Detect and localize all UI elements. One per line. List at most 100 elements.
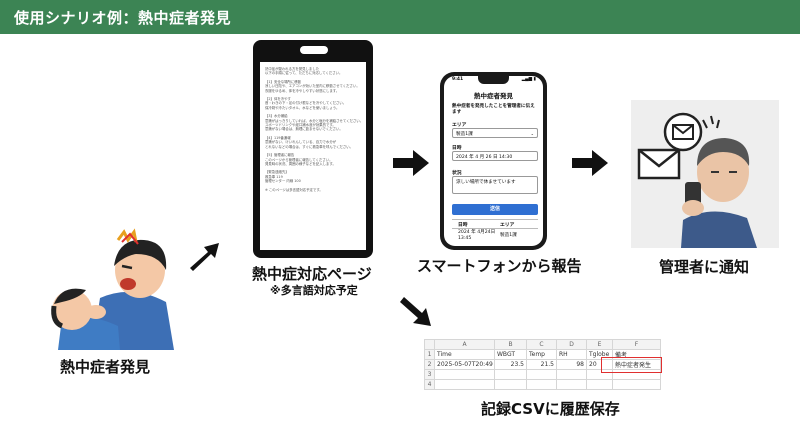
area-select-value: 製造1課 — [456, 132, 473, 137]
situation-label: 状況 — [452, 171, 462, 176]
col-header-a[interactable]: A — [434, 339, 495, 350]
row-number[interactable]: 2 — [424, 359, 435, 370]
cell[interactable] — [526, 369, 557, 380]
datetime-input[interactable]: 2024 年 4 月 26 日 14:30 — [452, 151, 538, 161]
history-divider-mid — [452, 228, 538, 229]
cell[interactable]: WBGT — [494, 349, 527, 360]
col-header-d[interactable]: D — [556, 339, 587, 350]
envelope-icon — [637, 148, 681, 180]
tablet-screen: 熱中症が疑われる方を発見しました以下の手順に従って、ただちに対応してください。【… — [260, 62, 366, 250]
tablet-text-line: 管理センター 内線 100 — [265, 179, 301, 184]
cell[interactable]: Time — [434, 349, 495, 360]
caption-csv: 記録CSVに履歴保存 — [481, 400, 620, 418]
datetime-input-value: 2024 年 4 月 26 日 14:30 — [456, 155, 513, 160]
arrow-to-phone — [393, 150, 429, 176]
phone-page-title: 熱中症者発見 — [474, 92, 513, 100]
cell[interactable] — [494, 369, 527, 380]
col-header-c[interactable]: C — [526, 339, 557, 350]
csv-spreadsheet: A B C D E F 1 Time WBGT Temp RH Tglobe 備… — [424, 339, 661, 391]
area-label: エリア — [452, 123, 467, 128]
cell[interactable] — [494, 379, 527, 390]
arrow-to-manager — [572, 150, 608, 176]
header-title: 使用シナリオ例：熱中症者発見 — [14, 9, 232, 27]
mail-bubble-icon — [663, 112, 703, 152]
cell[interactable]: 98 — [556, 359, 587, 370]
tablet-text-line: 救急車 119 — [265, 174, 283, 179]
cell[interactable]: 21.5 — [526, 359, 557, 370]
tablet-text-line: 【3】水分補給 — [265, 114, 288, 119]
phone-notch — [478, 76, 509, 84]
cell[interactable] — [434, 369, 495, 380]
tablet-text-line: 衣服をゆるめ、体を冷やしやすい状態にします。 — [265, 88, 340, 93]
situation-textarea[interactable]: 涼しい場所で休ませています — [452, 176, 538, 194]
tablet-text-line: 【1】安全な場所に移動 — [265, 79, 302, 84]
caption-page: 熱中症対応ページ — [252, 265, 372, 283]
tablet-handle-slot — [300, 46, 328, 54]
heatstroke-illustration — [51, 228, 174, 350]
situation-textarea-value: 涼しい場所で休ませています — [456, 180, 516, 185]
col-header-b[interactable]: B — [494, 339, 527, 350]
tablet-text-line: 熱中症が疑われる方を発見しました — [265, 67, 320, 71]
datetime-label: 日時 — [452, 146, 462, 151]
tablet-text-line: 【2】体を冷やす — [265, 97, 291, 102]
row-number[interactable]: 4 — [424, 379, 435, 390]
tablet-text-line: 発見時の状況、周囲の様子などを記入します。 — [265, 161, 336, 166]
tablet-text-line: 意識がない、けいれんしている、自力で水分が — [265, 140, 337, 145]
column-header-row: A B C D E F — [424, 339, 661, 350]
col-header-f[interactable]: F — [612, 339, 661, 350]
submit-button[interactable]: 送信 — [452, 204, 538, 215]
tablet-text-line: スポーツドリンクや経口補水液が効果的です。 — [265, 123, 336, 128]
status-time: 9:41 — [452, 77, 464, 82]
caption-report: スマートフォンから報告 — [417, 257, 582, 275]
signal-battery-icon: ▂▄▆ ▮ — [521, 77, 536, 82]
table-row: 4 — [424, 379, 661, 390]
tablet-text-line: 涼しい日陰や、エアコンが効いた室内に移動させてください。 — [265, 84, 360, 89]
caption-page-note: ※多言語対応予定 — [270, 284, 358, 297]
tablet-text-line: 以下の手順に従って、ただちに対応してください。 — [265, 71, 343, 76]
col-header-e[interactable]: E — [586, 339, 613, 350]
tablet-device: 熱中症が疑われる方を発見しました以下の手順に従って、ただちに対応してください。【… — [253, 40, 373, 258]
cell[interactable] — [434, 379, 495, 390]
cell[interactable] — [586, 379, 613, 390]
cell[interactable] — [556, 369, 587, 380]
tablet-text-line: 首・わきの下・足の付け根などを冷やしてください。 — [265, 101, 347, 106]
cell[interactable]: Temp — [526, 349, 557, 360]
cell[interactable] — [556, 379, 587, 390]
header-bar: 使用シナリオ例：熱中症者発見 — [0, 0, 800, 34]
phone-screen: 9:41 ▂▄▆ ▮ 熱中症者発見 熱中症者を発見したことを管理者に伝えます エ… — [444, 76, 543, 246]
manager-illustration — [637, 112, 757, 248]
tablet-text-line: とれないなどの場合は、すぐに救急車を呼んでください。 — [265, 144, 353, 149]
tablet-text-line: 【5】管理者に報告 — [265, 153, 295, 158]
history-row-area: 製造1課 — [500, 233, 517, 238]
cell[interactable] — [526, 379, 557, 390]
cell[interactable]: RH — [556, 349, 587, 360]
tablet-text-line: このページから管理者に報告してください。 — [265, 157, 333, 162]
tablet-text-line: 意識がない場合は、無理に飲ませないでください。 — [265, 127, 343, 132]
smartphone-device: 9:41 ▂▄▆ ▮ 熱中症者発見 熱中症者を発見したことを管理者に伝えます エ… — [440, 72, 547, 250]
corner-cell — [424, 339, 435, 350]
cell[interactable] — [612, 379, 661, 390]
history-col-datetime: 日時 — [458, 223, 468, 228]
row-number[interactable]: 1 — [424, 349, 435, 360]
tablet-text-line: ※ このページは多言語対応予定です。 — [265, 187, 323, 192]
cell[interactable]: 23.5 — [494, 359, 527, 370]
cell[interactable]: 2025-05-07T20:49 — [434, 359, 495, 370]
history-col-area: エリア — [500, 223, 515, 228]
area-select[interactable]: 製造1課 ⌄ — [452, 128, 538, 138]
highlight-box — [601, 357, 662, 373]
chevron-down-icon: ⌄ — [530, 131, 534, 136]
tablet-text-line: 意識がはっきりしていれば、水分と塩分を補給させてください。 — [265, 118, 361, 123]
arrow-to-page — [190, 243, 219, 271]
history-row-datetime: 2024 年 4月24日 13:45 — [458, 230, 496, 241]
tablet-text-line: 【4】119番通報 — [265, 135, 291, 140]
history-divider-top — [452, 219, 538, 220]
caption-discovery: 熱中症者発見 — [60, 358, 151, 376]
row-number[interactable]: 3 — [424, 369, 435, 380]
table-row: 2 2025-05-07T20:49 23.5 21.5 98 20 熱中症者発… — [424, 359, 661, 370]
tablet-text-line: 保冷剤や冷たいタオル、水などを使いましょう。 — [265, 105, 340, 110]
phone-intro-text: 熱中症者を発見したことを管理者に伝えます — [452, 104, 535, 115]
csv-table: A B C D E F 1 Time WBGT Temp RH Tglobe 備… — [424, 339, 661, 390]
tablet-text-line: 【緊急連絡先】 — [265, 170, 289, 175]
arrow-to-csv — [400, 297, 431, 326]
caption-notify: 管理者に通知 — [659, 258, 750, 276]
